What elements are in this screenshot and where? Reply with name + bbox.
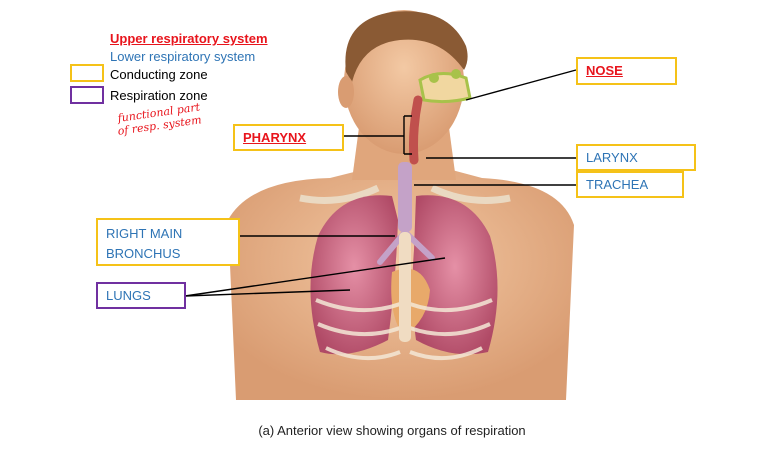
pharynx-tube xyxy=(409,95,423,165)
legend-respiration-zone: Respiration zone xyxy=(110,88,208,103)
label-lungs: LUNGS xyxy=(96,282,186,309)
left-lung xyxy=(412,195,498,355)
legend-conducting-swatch xyxy=(70,64,104,82)
right-lung xyxy=(310,195,398,355)
legend-lower-respiratory: Lower respiratory system xyxy=(110,49,256,64)
label-right-main-bronchus: RIGHT MAIN BRONCHUS xyxy=(96,218,240,266)
leader-lines xyxy=(184,69,577,297)
trachea-tube xyxy=(398,162,412,232)
label-trachea: TRACHEA xyxy=(576,171,684,198)
label-nose: NOSE xyxy=(576,57,677,85)
hair xyxy=(345,11,468,82)
legend-upper-respiratory: Upper respiratory system xyxy=(110,31,268,46)
clavicle-right xyxy=(430,184,511,204)
sternum xyxy=(399,232,411,342)
legend-conducting-zone: Conducting zone xyxy=(110,67,208,82)
bronchus-line1: RIGHT MAIN xyxy=(106,226,183,241)
label-pharynx: PHARYNX xyxy=(233,124,344,151)
ribcage xyxy=(315,298,493,361)
label-larynx: LARYNX xyxy=(576,144,696,171)
clavicle-left xyxy=(299,184,380,204)
sinus-mark xyxy=(451,69,461,79)
bronchus-line2: BRONCHUS xyxy=(106,246,181,261)
ear xyxy=(338,76,354,108)
nasal-cavity xyxy=(418,72,472,104)
sinus-mark xyxy=(429,73,439,83)
figure-caption: (a) Anterior view showing organs of resp… xyxy=(258,423,526,438)
legend-respiration-swatch xyxy=(70,86,104,104)
